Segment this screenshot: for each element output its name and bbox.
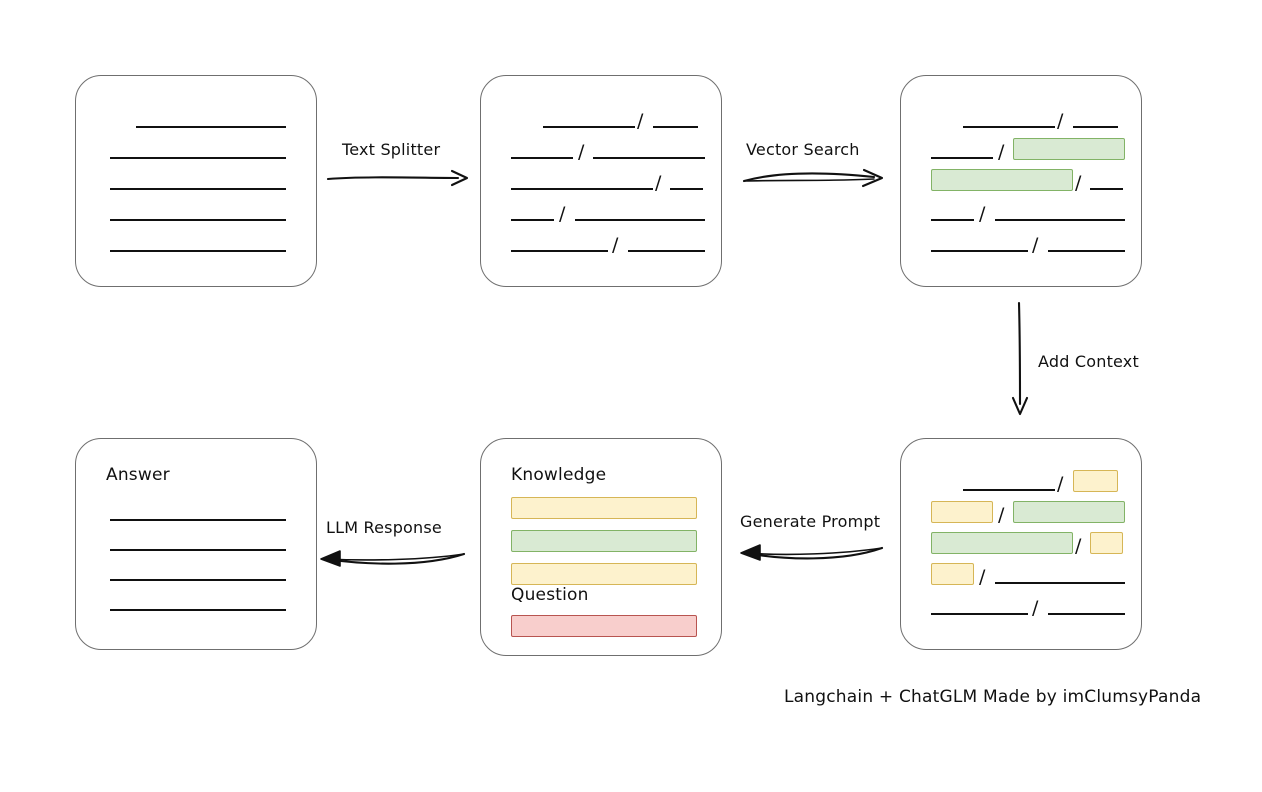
card-split-chunks[interactable]: / / / / / [480,75,722,287]
text-line [1090,188,1123,190]
arrow-line-add-context [1011,301,1029,416]
card-prompt-body: Knowledge Question [481,439,721,655]
arrow-vector-search: Vector Search [740,140,888,190]
text-line [575,219,705,221]
text-line [963,489,1055,491]
question-bar-red [511,615,697,637]
card-prompt[interactable]: Knowledge Question [480,438,722,656]
text-line [110,250,286,252]
highlight-chip-yellow [1073,470,1118,492]
arrow-llm-response: LLM Response [318,518,468,568]
text-line [110,219,286,221]
arrow-line-generate-prompt [740,544,884,561]
separator-slash: / [979,203,986,225]
text-line [110,519,286,521]
highlight-chip-green [931,532,1073,554]
highlight-chip-yellow [931,563,974,585]
separator-slash: / [979,566,986,588]
text-line [110,579,286,581]
separator-slash: / [612,234,619,256]
card-source-document-body [76,76,316,286]
text-line [931,219,974,221]
diagram-caption: Langchain + ChatGLM Made by imClumsyPand… [784,687,1202,707]
text-line [931,613,1028,615]
arrow-label-vector-search: Vector Search [746,140,860,159]
separator-slash: / [655,172,662,194]
highlight-chip-green [931,169,1073,191]
arrow-label-add-context: Add Context [1038,352,1139,371]
answer-heading: Answer [106,465,170,485]
text-line [931,250,1028,252]
separator-slash: / [998,141,1005,163]
card-vector-matched-chunks[interactable]: / / / / / [900,75,1142,287]
separator-slash: / [998,504,1005,526]
knowledge-bar-yellow-1 [511,497,697,519]
text-line [593,157,705,159]
highlight-chip-yellow [1090,532,1123,554]
text-line [995,582,1125,584]
prompt-heading-question: Question [511,585,589,605]
card-vector-matched-chunks-body: / / / / / [901,76,1141,286]
text-line [1048,613,1125,615]
highlight-chip-green [1013,138,1125,160]
text-line [110,609,286,611]
separator-slash: / [1032,597,1039,619]
text-line [511,188,653,190]
card-answer[interactable]: Answer [75,438,317,650]
arrow-label-llm-response: LLM Response [326,518,442,537]
text-line [995,219,1125,221]
separator-slash: / [559,203,566,225]
text-line [511,219,554,221]
card-source-document[interactable] [75,75,317,287]
arrow-line-llm-response [320,550,466,567]
arrow-generate-prompt: Generate Prompt [738,512,888,562]
card-answer-body: Answer [76,439,316,649]
separator-slash: / [637,110,644,132]
separator-slash: / [1075,535,1082,557]
separator-slash: / [578,141,585,163]
highlight-chip-yellow [931,501,993,523]
text-line [511,250,608,252]
card-context-enriched-chunks-body: / / / / / [901,439,1141,649]
text-line [670,188,703,190]
knowledge-bar-yellow-2 [511,563,697,585]
separator-slash: / [1075,172,1082,194]
arrow-line-vector-search [742,168,884,188]
text-line [136,126,286,128]
card-context-enriched-chunks[interactable]: / / / / / [900,438,1142,650]
text-line [511,157,573,159]
arrow-text-splitter: Text Splitter [326,140,474,190]
prompt-heading-knowledge: Knowledge [511,465,607,485]
arrow-line-text-splitter [326,169,469,187]
text-line [653,126,698,128]
knowledge-bar-green [511,530,697,552]
text-line [931,157,993,159]
arrow-label-generate-prompt: Generate Prompt [740,512,881,531]
text-line [543,126,635,128]
text-line [110,157,286,159]
arrow-add-context: Add Context [1000,300,1160,420]
text-line [963,126,1055,128]
text-line [1048,250,1125,252]
separator-slash: / [1057,473,1064,495]
text-line [1073,126,1118,128]
arrow-label-text-splitter: Text Splitter [342,140,441,159]
card-split-chunks-body: / / / / / [481,76,721,286]
separator-slash: / [1057,110,1064,132]
highlight-chip-green [1013,501,1125,523]
text-line [110,188,286,190]
text-line [110,549,286,551]
separator-slash: / [1032,234,1039,256]
text-line [628,250,705,252]
